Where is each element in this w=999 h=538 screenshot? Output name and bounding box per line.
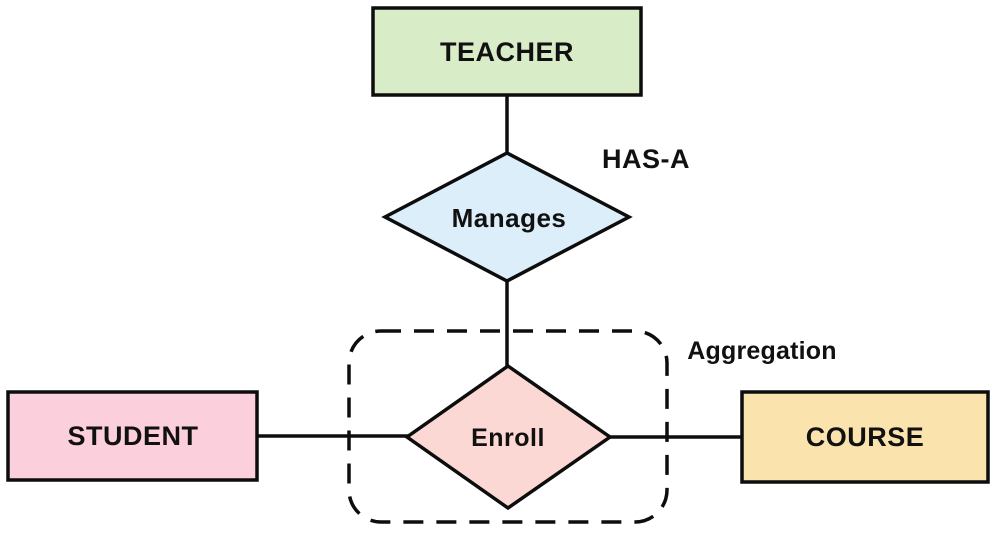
- relationship-enroll: [403, 363, 614, 511]
- entity-course: [740, 390, 990, 484]
- relationship-enroll-label: Enroll: [471, 424, 545, 452]
- relationship-manages: [381, 151, 633, 283]
- has-a-annotation: HAS-A: [602, 144, 690, 174]
- entity-student-label: STUDENT: [68, 421, 199, 451]
- entity-course-label: COURSE: [806, 422, 925, 452]
- entity-teacher: [371, 6, 643, 97]
- entity-student: [6, 390, 259, 482]
- relationship-manages-label: Manages: [452, 203, 567, 233]
- entity-teacher-label: TEACHER: [440, 37, 574, 67]
- aggregation-annotation: Aggregation: [687, 337, 836, 365]
- aggregation-frame: [347, 329, 669, 524]
